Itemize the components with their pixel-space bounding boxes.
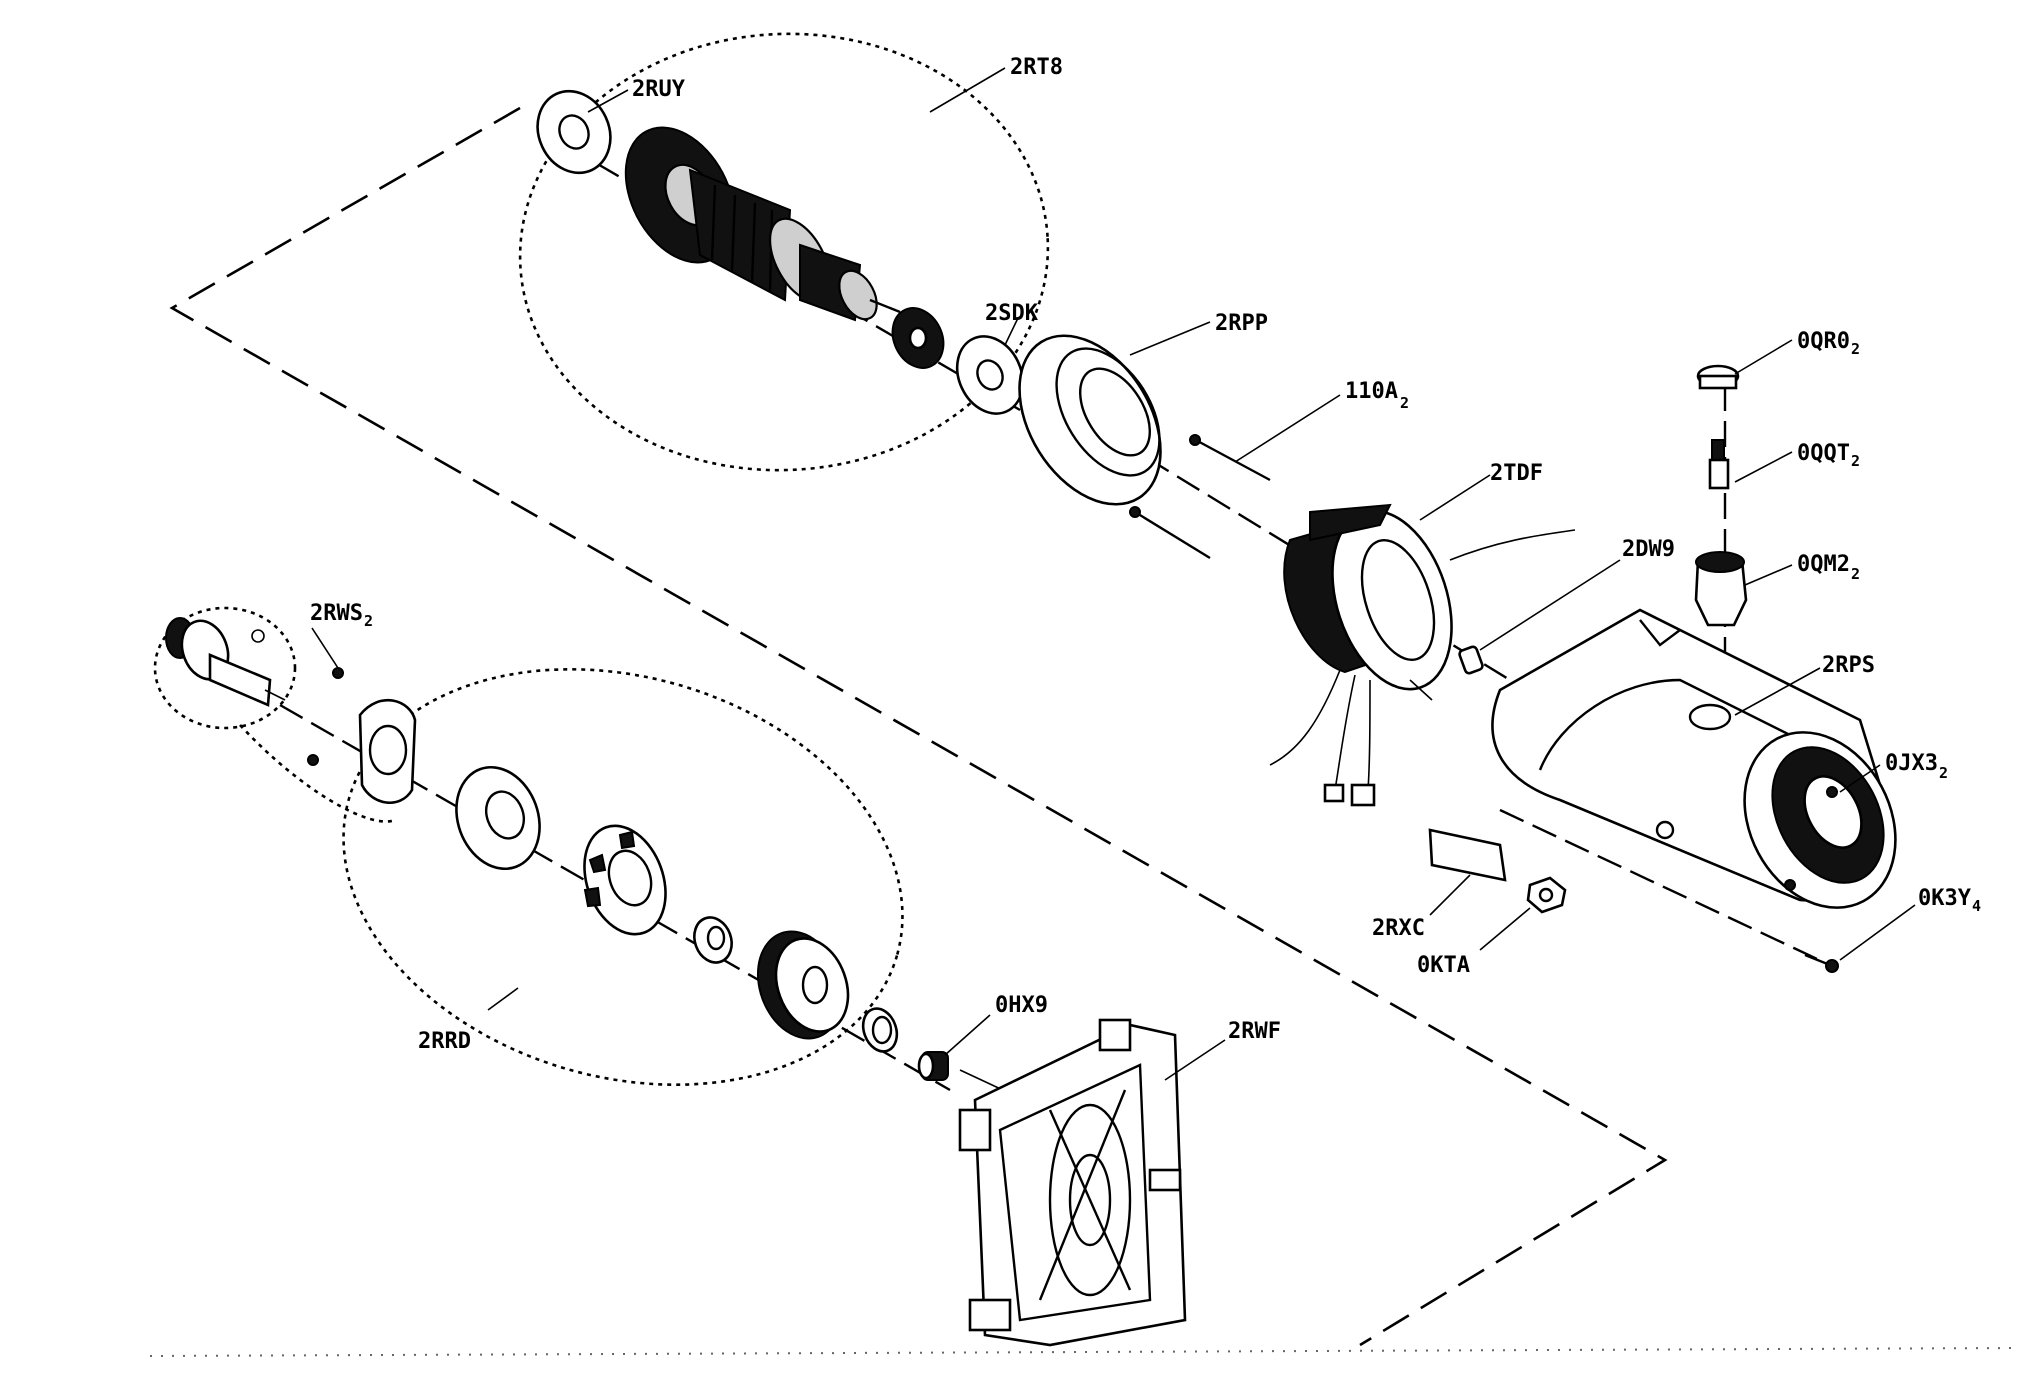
leader-2sdk xyxy=(1004,317,1019,346)
label-plate xyxy=(1428,828,1507,882)
label-2rt8: 2RT8 xyxy=(1010,55,1063,80)
label-0hx9: 0HX9 xyxy=(995,993,1048,1018)
leader-2rpp xyxy=(1129,321,1211,356)
bearing-icon xyxy=(1018,334,1162,506)
leader-2rrd xyxy=(487,987,519,1011)
field-coil-icon xyxy=(1269,503,1576,807)
leader-0hx9 xyxy=(944,1014,991,1056)
bearing-icon xyxy=(693,916,733,964)
label-2rwf: 2RWF xyxy=(1228,1019,1281,1044)
end-cap-icon xyxy=(358,698,417,805)
label-2dw9: 2DW9 xyxy=(1622,537,1675,562)
armature-group-ellipse xyxy=(518,32,1050,472)
label-0qro: 0QR02 xyxy=(1797,329,1860,358)
label-0qqt: 0QQT2 xyxy=(1797,441,1860,470)
leader-2rt8 xyxy=(929,67,1006,113)
label-2rps: 2RPS xyxy=(1822,653,1875,678)
label-0qm2: 0QM22 xyxy=(1797,552,1860,583)
bolt-head-upper xyxy=(1189,434,1201,446)
leader-2rps xyxy=(1734,667,1821,716)
bearing-icon xyxy=(891,307,945,369)
leader-2dw9 xyxy=(1479,559,1621,651)
through-bolt-lower xyxy=(1134,510,1211,560)
label-2rws: 2RWS2 xyxy=(310,601,373,630)
spindle-group-ellipse xyxy=(153,606,297,730)
leader-0kta xyxy=(1479,907,1531,951)
leader-2rwf xyxy=(1164,1039,1226,1081)
leader-2ruy xyxy=(587,89,629,113)
leader-2tdf xyxy=(1419,474,1491,521)
screw-k3y-head xyxy=(1825,959,1839,973)
leader-0jx3 xyxy=(1839,764,1881,793)
screw-jx3 xyxy=(1826,786,1838,798)
bearing-icon xyxy=(1526,876,1567,914)
bearing-icon xyxy=(455,765,541,871)
gear-group-ellipse xyxy=(342,668,904,1086)
bearing-icon xyxy=(955,335,1025,415)
brush-cap-icon xyxy=(1694,364,1748,627)
screw-rws-upper xyxy=(332,667,344,679)
spindle-icon xyxy=(165,617,286,707)
leader-2rxc xyxy=(1429,874,1471,916)
through-bolt-upper xyxy=(1191,436,1271,482)
bearing-icon xyxy=(706,925,726,951)
bolt-head-lower xyxy=(1129,506,1141,518)
screw-k3y-upper xyxy=(1784,879,1796,891)
label-2ruy: 2RUY xyxy=(632,77,686,102)
gear-icon xyxy=(756,930,850,1040)
label-2rrd: 2RRD xyxy=(418,1029,471,1054)
motor-housing-icon xyxy=(1491,608,1897,909)
label-2rxc: 2RXC xyxy=(1372,916,1425,941)
end-cap-icon xyxy=(958,1018,1187,1347)
leader-0qro xyxy=(1734,339,1793,375)
label-0k3y: 0K3Y4 xyxy=(1918,886,1981,915)
leader-110a xyxy=(1234,394,1341,463)
bottom-dotted-edge xyxy=(149,1347,2016,1357)
bearing-icon xyxy=(861,1007,899,1053)
bearing-icon xyxy=(871,1015,893,1045)
gear-icon xyxy=(583,824,667,936)
leader-0qqt xyxy=(1734,451,1793,483)
bearing-icon xyxy=(536,89,612,175)
label-2sdk: 2SDK xyxy=(985,301,1039,326)
leader-0qm2 xyxy=(1744,564,1793,586)
bolt-axis-lower xyxy=(1499,808,1831,967)
label-0jx3: 0JX32 xyxy=(1885,751,1948,782)
assembly-outline xyxy=(169,106,1668,1347)
leader-0k3y xyxy=(1839,904,1916,961)
screw-rws-lower xyxy=(307,754,319,766)
label-2tdf: 2TDF xyxy=(1490,461,1543,486)
armature-icon xyxy=(624,126,901,322)
bearing-icon xyxy=(917,1051,949,1081)
spindle-group-link xyxy=(239,724,396,823)
label-0kta: 0KTA xyxy=(1417,953,1470,978)
leader-2rws xyxy=(311,627,339,669)
spindle-icon xyxy=(1458,645,1484,675)
label-2rpp: 2RPP xyxy=(1215,311,1268,336)
